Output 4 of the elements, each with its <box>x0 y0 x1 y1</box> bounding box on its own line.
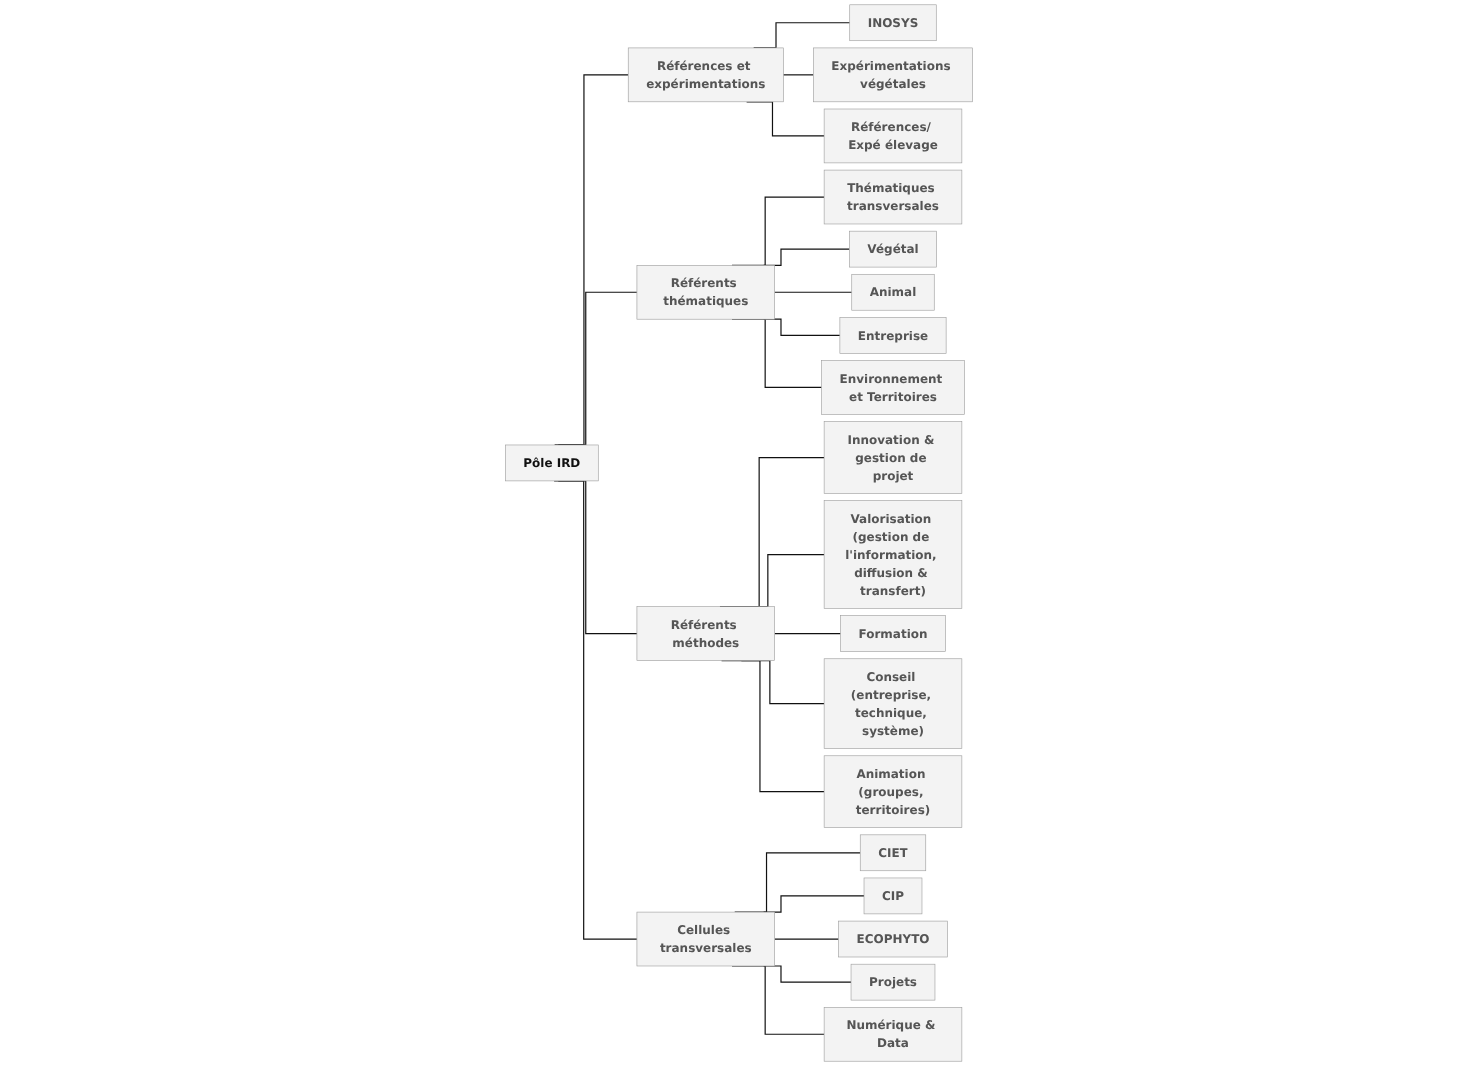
connector <box>774 938 840 940</box>
connector <box>774 291 853 293</box>
connector <box>782 74 814 76</box>
connector <box>774 633 842 635</box>
